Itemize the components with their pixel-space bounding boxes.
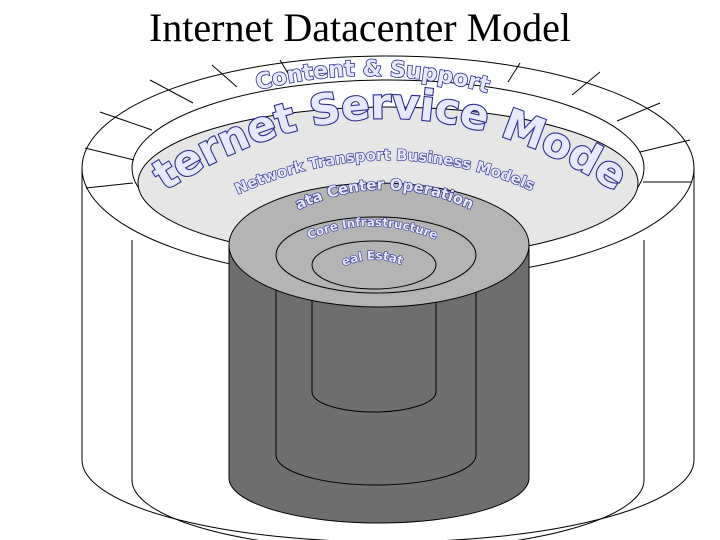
page-title: Internet Datacenter Model (148, 5, 571, 50)
inner-cylinder (228, 182, 530, 524)
